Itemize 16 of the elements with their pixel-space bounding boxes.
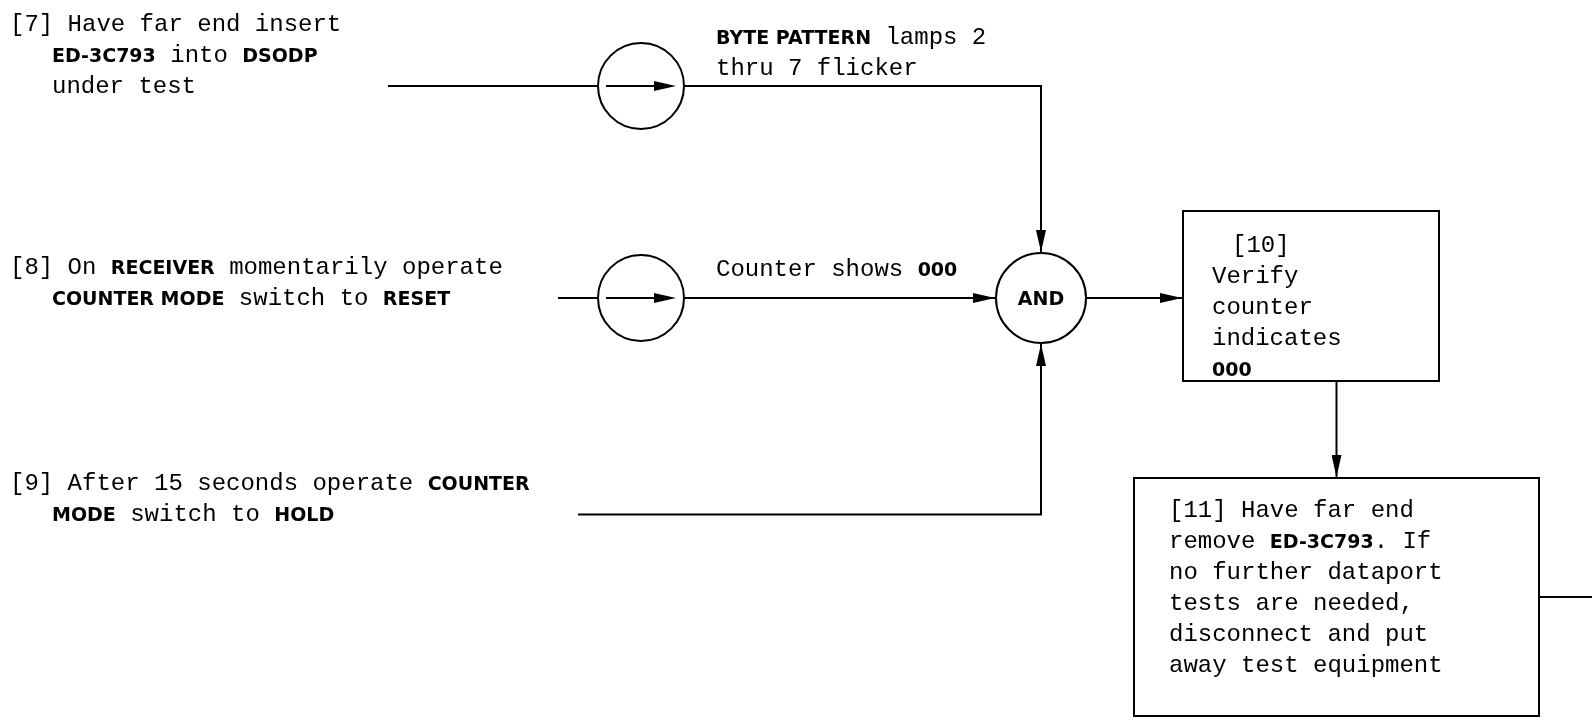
arrow [684, 293, 996, 303]
step-box [1133, 477, 1540, 717]
step-text: [10] Verify counter indicates 000 [1212, 231, 1343, 382]
gate-label: AND [1017, 285, 1065, 311]
step-box [1182, 210, 1440, 382]
arrow [1086, 293, 1183, 303]
arrow [1331, 381, 1342, 478]
step-text: [7] Have far end insert ED-3C793 into DSODP under test [10, 9, 380, 102]
step-text: [9] After 15 seconds operate COUNTER MODE switch to HOLD [10, 468, 570, 530]
step-text: [8] On RECEIVER momentarily operate COUNTER MODE switch to RESET [10, 252, 550, 314]
connector-line [387, 85, 598, 87]
connector-line [1539, 596, 1592, 598]
arrow [684, 85, 1046, 253]
arrow [577, 343, 1046, 516]
connector-line [557, 297, 598, 299]
step-text: [11] Have far end remove ED-3C793. If no further dataport tests are needed, disconnect and put away test equipment [1169, 496, 1444, 681]
